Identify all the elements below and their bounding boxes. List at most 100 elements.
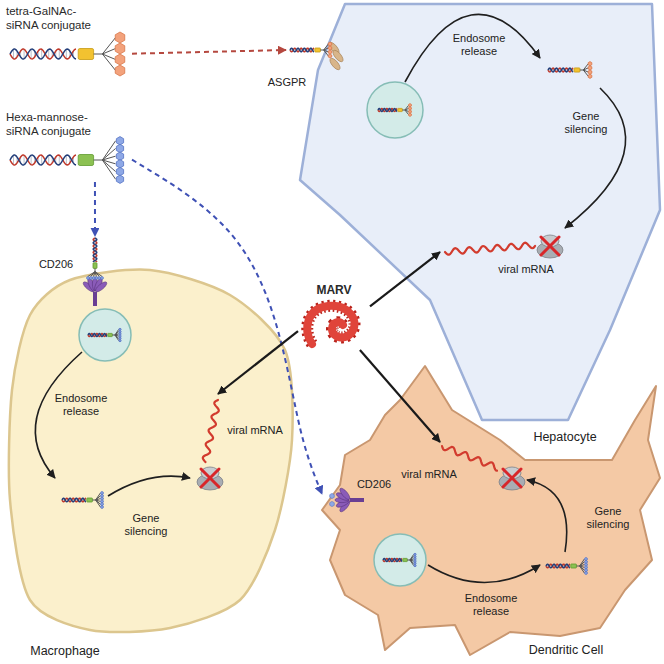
delivery-arrow: [132, 50, 286, 54]
sirna-conjugate: [378, 104, 411, 117]
sirna-conjugate: [86, 238, 103, 279]
receptor-stem: [350, 498, 364, 502]
asgpr-receptor: [328, 57, 342, 72]
branch-line: [405, 110, 409, 115]
branch-line: [94, 54, 103, 55]
branch-line: [410, 557, 414, 560]
base-pair: [48, 155, 49, 164]
sugar-hexagon: [330, 493, 335, 498]
rna-strand: [10, 155, 76, 165]
sugar-hexagon: [119, 339, 121, 341]
silencing-cross: [541, 237, 559, 255]
rna-strand: [548, 68, 573, 72]
delivery-arrow: [218, 331, 298, 394]
linker-block: [108, 333, 112, 336]
annotation-label: viral mRNA: [494, 263, 558, 276]
annotation-label: viral mRNA: [398, 468, 460, 481]
branch-line: [102, 38, 115, 55]
endosome: [374, 534, 426, 586]
rna-strand: [10, 155, 76, 165]
branch-line: [410, 554, 414, 560]
sirna-conjugate: [10, 32, 125, 76]
sirna-conjugate: [290, 42, 332, 58]
conjugate-name: Hexa-mannose-siRNA conjugate: [6, 110, 101, 138]
delivery-arrow: [94, 182, 96, 236]
rna-strand: [290, 48, 314, 52]
linker-block: [403, 558, 407, 561]
branch-line: [320, 50, 323, 51]
branch-line: [324, 50, 329, 56]
sugar-hexagon: [116, 137, 123, 145]
rna-strand: [93, 238, 97, 262]
sirna-conjugate: [10, 137, 124, 184]
branch-line: [102, 141, 115, 160]
viral-mrna-strand: [445, 243, 535, 255]
cell-illustration: [290, 0, 664, 452]
branch-line: [405, 105, 409, 110]
sugar-hexagon: [409, 113, 412, 116]
sugar-hexagon: [101, 505, 104, 508]
branch-line: [583, 64, 588, 70]
conjugate-node: tetra-GalNAc-siRNA conjugate: [6, 4, 132, 76]
linker-block: [93, 263, 97, 269]
annotation-label: viral mRNA: [224, 424, 286, 437]
linker-block: [571, 564, 577, 568]
branch-line: [580, 559, 585, 566]
branch-line: [115, 335, 119, 341]
cell-contents: [9, 238, 293, 632]
rna-strand: [383, 559, 402, 562]
branch-line: [402, 110, 405, 111]
silencing-cross: [503, 469, 521, 487]
dendritic-cell-outline: [322, 366, 660, 655]
branch-line: [102, 49, 115, 55]
base-pairs: [383, 559, 401, 562]
branch-line: [95, 272, 102, 277]
cell-name: Macrophage: [20, 644, 110, 659]
sugar-hexagon: [116, 167, 123, 175]
annotation-label: Endosome release: [450, 32, 508, 58]
rna-strand: [93, 238, 97, 262]
branch-line: [580, 566, 585, 573]
branch-line: [410, 560, 414, 566]
base-pair: [66, 49, 67, 58]
cell-contents: [322, 366, 660, 655]
sugar-hexagon: [588, 66, 592, 70]
sugar-hexagon: [585, 571, 588, 574]
branch-line: [96, 493, 101, 500]
cell-region: Hepatocyte: [290, 0, 664, 452]
linker-block: [574, 68, 580, 72]
branch-line: [88, 272, 95, 277]
sugar-hexagon: [116, 152, 123, 160]
viral-mrna-strand: [203, 400, 219, 462]
silencing-cross: [201, 469, 219, 487]
delivery-arrow: [370, 252, 440, 306]
sirna-conjugate: [546, 557, 587, 574]
annotation-label: Endosome release: [52, 392, 110, 418]
branch-line: [94, 160, 103, 161]
branch-line: [92, 500, 95, 501]
sugar-hexagon: [115, 65, 125, 76]
rna-strand: [62, 498, 86, 502]
annotation-label: ASGPR: [266, 76, 308, 89]
virus-illustration: [298, 298, 370, 350]
sugar-hexagon: [409, 110, 412, 113]
annotation-label: CD206: [354, 478, 394, 491]
sugar-hexagon: [328, 46, 331, 50]
rna-strand: [546, 564, 570, 568]
cell-name: Dendritic Cell: [520, 643, 612, 658]
sugar-hexagon: [409, 107, 412, 110]
base-pair: [41, 155, 42, 164]
sugar-hexagon: [116, 144, 123, 152]
base-pair: [66, 155, 67, 164]
delivery-arrow: [132, 160, 322, 494]
rna-strand: [10, 49, 76, 59]
linker-block: [315, 48, 321, 52]
branch-line: [407, 560, 410, 561]
branch-line: [580, 562, 585, 566]
rna-strand: [378, 109, 397, 112]
rna-strand: [378, 109, 397, 112]
cell-region: Macrophage: [0, 228, 300, 664]
virus-body: [307, 306, 354, 344]
sugar-hexagon: [115, 32, 125, 43]
